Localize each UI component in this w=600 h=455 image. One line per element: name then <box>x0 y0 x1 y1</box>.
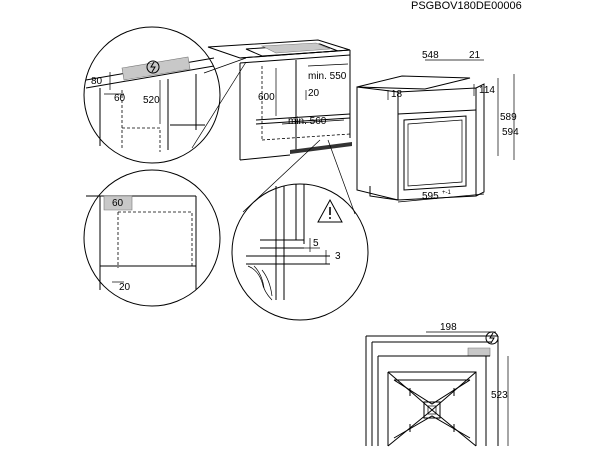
dim-198: 198 <box>440 322 457 333</box>
dim-18: 18 <box>391 89 403 100</box>
dim-20-bottom: 20 <box>119 282 131 293</box>
power-socket-icon <box>146 60 160 74</box>
dim-114: 114 <box>479 85 495 96</box>
dim-20-top: 20 <box>308 88 320 99</box>
dim-3: 3 <box>335 251 341 262</box>
power-socket-icon <box>485 331 499 345</box>
gap-strip <box>103 195 133 211</box>
dim-548: 548 <box>422 50 439 61</box>
dim-80: 80 <box>91 76 103 87</box>
cooktop-top-view: 198 <box>365 322 509 447</box>
magnified-circle-bottom-left: 60 20 <box>83 169 221 307</box>
magnified-circle-top-left: 80 60 520 <box>83 26 221 164</box>
kitchen-cabinet: 600 20 min. 550 min. 560 <box>207 39 352 161</box>
pan-support-grid <box>387 371 477 447</box>
diagram-code: PSGBOV180DE00006 <box>411 0 522 12</box>
dim-5: 5 <box>313 238 319 249</box>
dim-595: 595 <box>422 191 439 202</box>
dim-21: 21 <box>469 50 481 61</box>
dim-595-tolerance: +-1 <box>442 190 452 196</box>
dim-520: 520 <box>143 95 160 106</box>
dim-60-box: 60 <box>112 198 124 209</box>
dim-600: 600 <box>258 92 275 103</box>
dim-min-560: min. 560 <box>288 116 327 127</box>
dim-589: 589 <box>500 112 517 123</box>
magnified-circle-bottom-center: 5 3 <box>231 183 369 321</box>
oven-unit: 548 21 18 114 589 594 595 +-1 <box>356 50 519 203</box>
power-strip <box>121 56 191 81</box>
dim-min-550: min. 550 <box>308 71 347 82</box>
dim-523: 523 <box>491 390 508 401</box>
dim-60-side: 60 <box>114 93 126 104</box>
warning-triangle-icon <box>317 198 343 223</box>
dim-594: 594 <box>502 127 519 138</box>
